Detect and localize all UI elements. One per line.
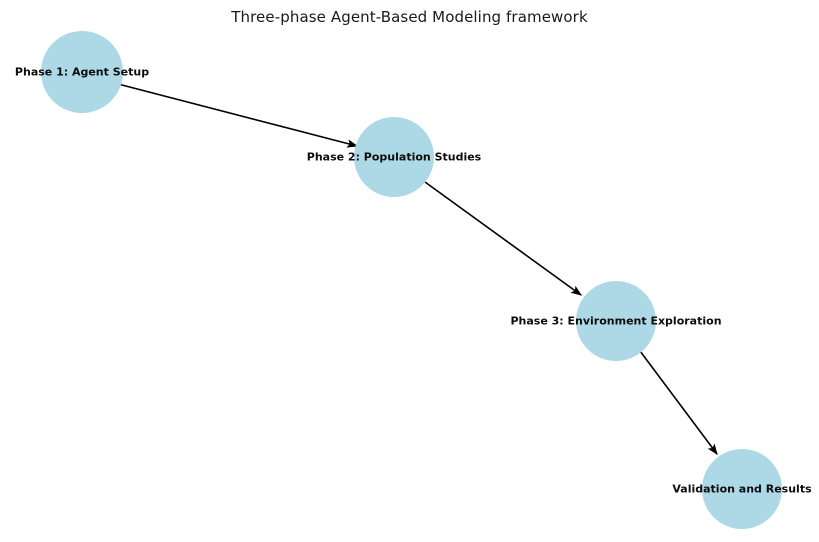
page-title: Three-phase Agent-Based Modeling framewo… [231,8,588,26]
edge-phase3-validation [639,350,718,456]
node-validation[interactable] [702,449,782,529]
node-phase1[interactable] [41,31,123,113]
node-phase2[interactable] [354,117,434,197]
node-layer [41,31,782,529]
edge-layer [117,83,718,456]
node-phase3[interactable] [576,281,656,361]
edge-phase1-phase2 [117,83,359,148]
edge-phase2-phase3 [424,181,583,296]
